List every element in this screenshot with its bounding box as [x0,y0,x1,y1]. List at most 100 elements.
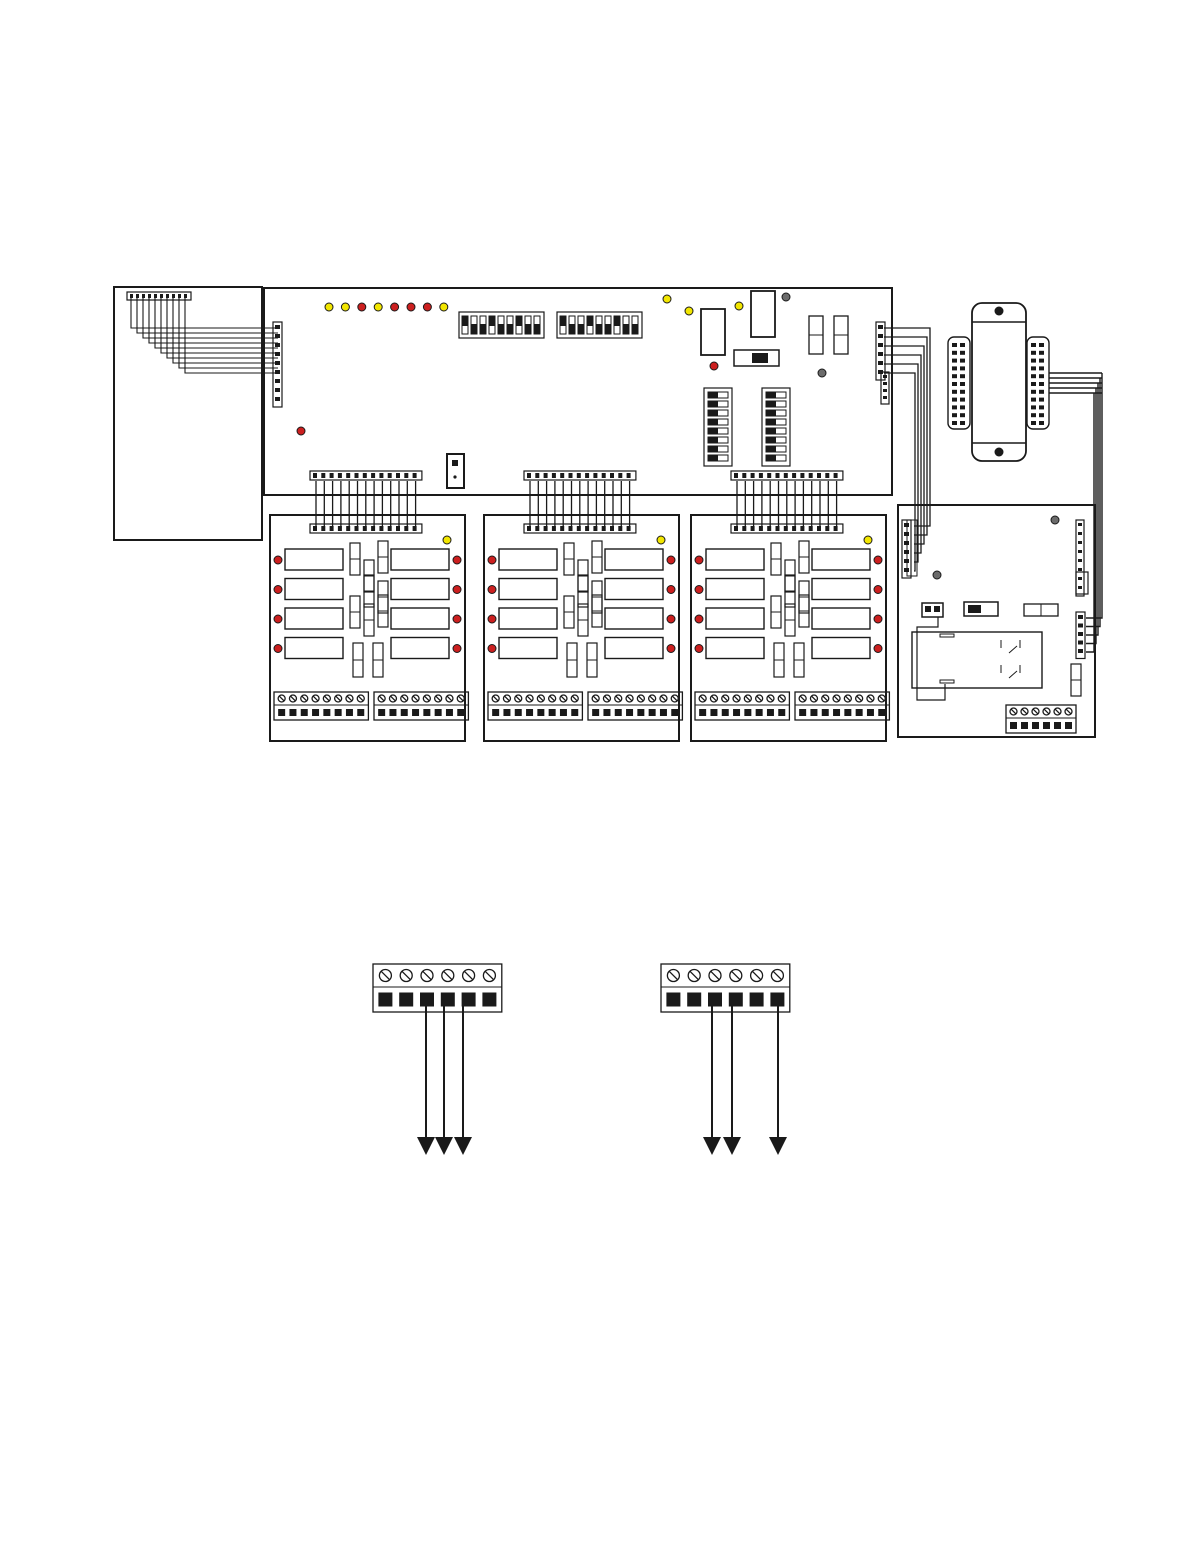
relay-coil [812,638,870,659]
led-indicator-icon [874,556,882,564]
dip-switch-bank-2 [557,312,642,338]
led-indicator-icon [453,615,461,623]
module-terminal-block-right [588,692,682,720]
screw-terminal-icon [667,970,679,982]
header-pin [275,352,280,356]
header-pin [396,473,400,478]
screw-terminal-icon [756,695,763,702]
terminal-socket [1054,722,1061,729]
terminal-socket [708,993,722,1007]
dip-lever [766,437,776,443]
header-pin [734,473,738,478]
winding-tab [1031,398,1036,402]
screw-terminal-icon [1065,708,1072,715]
relay-module-2 [484,471,682,741]
winding-tab [960,413,965,417]
led-indicator-icon [407,303,415,311]
terminal-socket [571,709,578,716]
output-terminal-block-right [661,964,790,1012]
terminal-socket [799,709,806,716]
dip-lever [489,316,495,326]
winding-tab [1039,413,1044,417]
relay-coil [706,608,764,629]
terminal-socket [867,709,874,716]
header-pin [142,294,145,298]
screw-terminal-icon [378,695,385,702]
terminal-housing [588,692,682,720]
terminal-socket [399,993,413,1007]
jumper-pin [925,606,931,612]
header-pin [404,473,408,478]
module-terminal-block-right [374,692,468,720]
led-indicator-icon [782,293,790,301]
dip-lever [471,324,477,334]
winding-tab [960,421,965,425]
relay-coil [605,608,663,629]
dip-lever [708,410,718,416]
main-controller-board [264,288,892,495]
terminal-socket [346,709,353,716]
screw-terminal-icon [289,695,296,702]
dip-switch-bank-4 [762,388,790,466]
terminal-socket [389,709,396,716]
header-pin [878,343,883,347]
led-indicator-icon [453,645,461,653]
screw-terminal-icon [537,695,544,702]
led-indicator-icon [358,303,366,311]
terminal-socket [435,709,442,716]
terminal-socket [750,993,764,1007]
header-pin [784,473,788,478]
winding-tab [960,343,965,347]
led-indicator-icon [874,615,882,623]
main-right-header [876,322,885,380]
led-indicator-icon [695,586,703,594]
winding-tab [952,366,957,370]
screw-terminal-icon [312,695,319,702]
led-indicator-icon [685,307,693,315]
relay-coil [391,579,449,600]
winding-tab [1031,405,1036,409]
terminal-socket [626,709,633,716]
terminal-socket [492,709,499,716]
transformer-body [972,303,1026,461]
header-pin [544,473,548,478]
screw-terminal-icon [637,695,644,702]
relay-tab [940,680,954,683]
winding-tab [952,405,957,409]
relay-coil [706,638,764,659]
winding-tab [960,359,965,363]
screw-terminal-icon [878,695,885,702]
screw-terminal-icon [389,695,396,702]
screw-terminal-icon [446,695,453,702]
dip-switch-bank-3 [704,388,732,466]
terminal-socket [378,709,385,716]
dip-lever [623,324,629,334]
header-pin [379,473,383,478]
relay-coil [605,549,663,570]
terminal-socket [412,709,419,716]
screw-terminal-icon [463,970,475,982]
dip-lever [708,401,718,407]
led-indicator-icon [488,615,496,623]
winding-tab [952,382,957,386]
terminal-socket [378,993,392,1007]
board-ribbon-header [524,471,636,480]
terminal-socket [878,709,885,716]
terminal-socket [278,709,285,716]
terminal-socket [537,709,544,716]
winding-tab [1031,359,1036,363]
terminal-socket [833,709,840,716]
mounting-hole [995,448,1004,457]
main-left-header [273,322,282,407]
screw-terminal-icon [1010,708,1017,715]
header-pin [321,473,325,478]
arrow-down-icon [435,1137,453,1155]
header-pin [883,396,887,399]
header-pin [130,294,133,298]
arrow-down-icon [703,1137,721,1155]
header-pin [172,294,175,298]
terminal-socket [301,709,308,716]
header-pin [338,473,342,478]
terminal-socket [778,709,785,716]
output-terminal-block-left [373,964,502,1012]
